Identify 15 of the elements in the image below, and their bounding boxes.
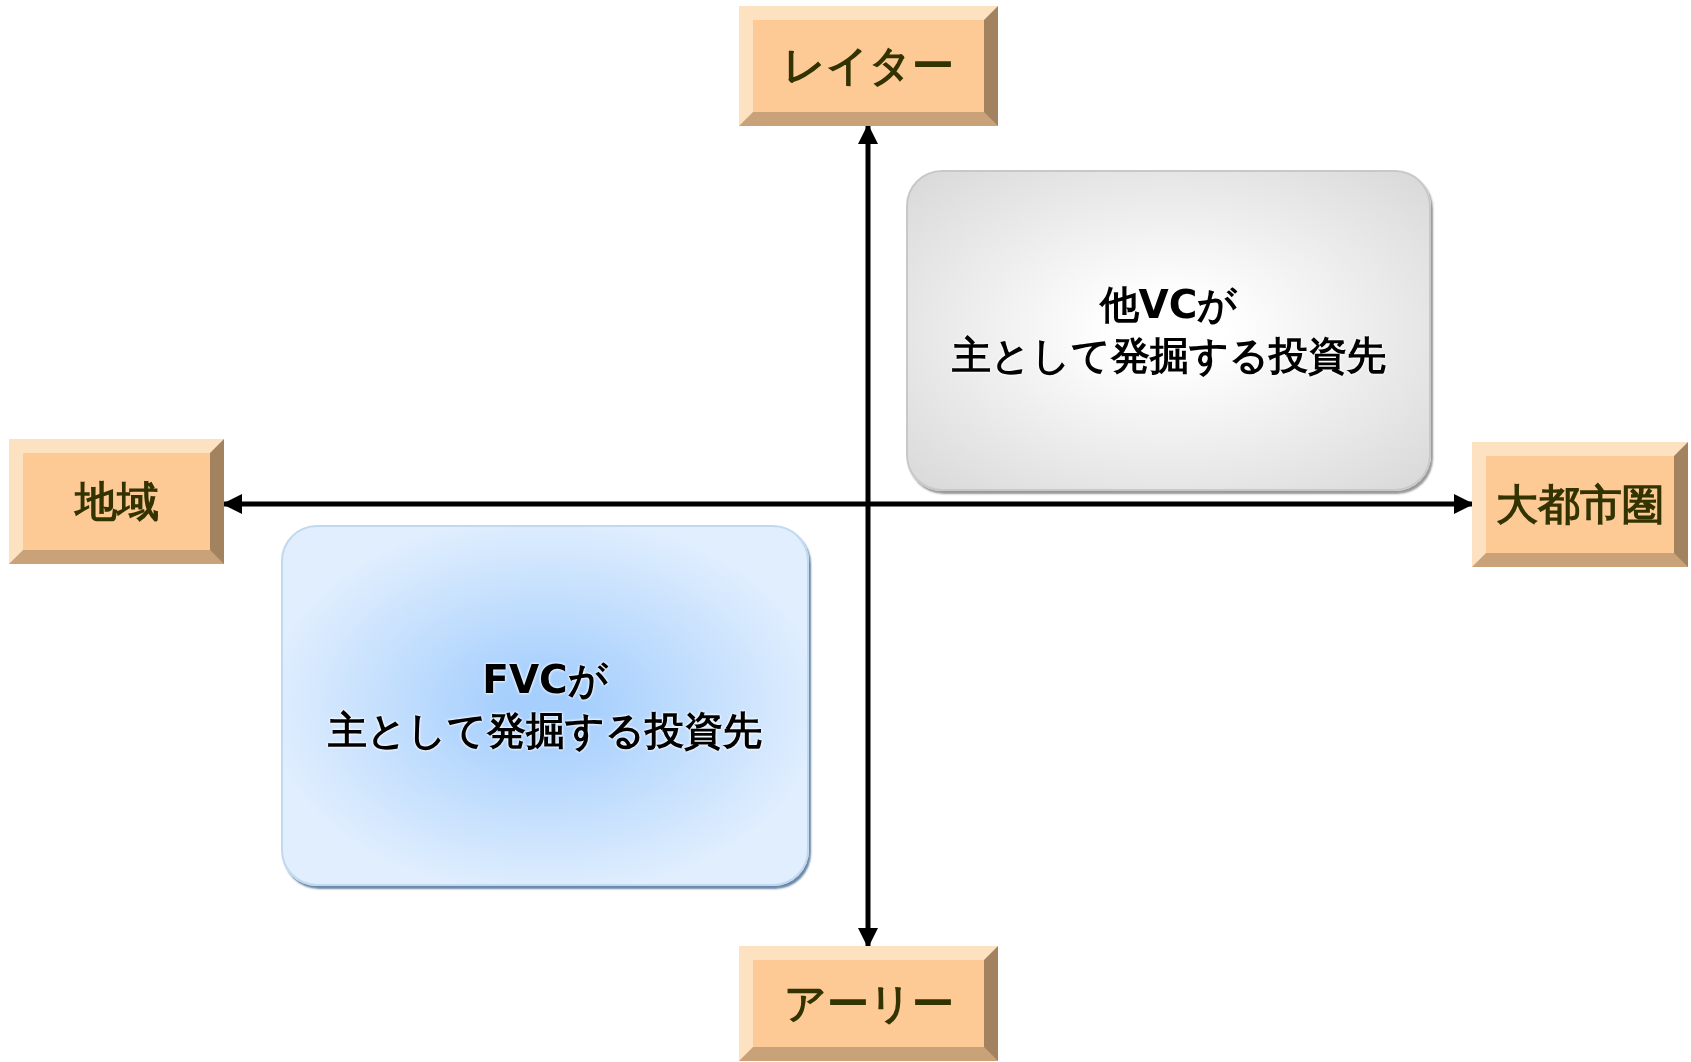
axis-label-box xyxy=(739,946,998,1061)
axis-arrow xyxy=(858,124,878,948)
axis-label: レイター xyxy=(783,40,954,92)
box-text: 主として発掘する投資先 xyxy=(951,331,1386,380)
box-heading: FVCが xyxy=(482,655,608,704)
box-text: 主として発掘する投資先 xyxy=(328,706,762,755)
axis-label: アーリー xyxy=(783,977,954,1030)
quadrant-box xyxy=(906,170,1431,491)
axis-label: 大都市圏 xyxy=(1496,478,1664,531)
box-heading: 他VCが xyxy=(1099,280,1238,329)
axis-label-box xyxy=(1472,442,1688,567)
axis-label: 地域 xyxy=(74,475,159,528)
axis-label-box xyxy=(9,439,224,564)
quadrant-box xyxy=(281,525,809,886)
axis-label-box xyxy=(739,6,998,126)
